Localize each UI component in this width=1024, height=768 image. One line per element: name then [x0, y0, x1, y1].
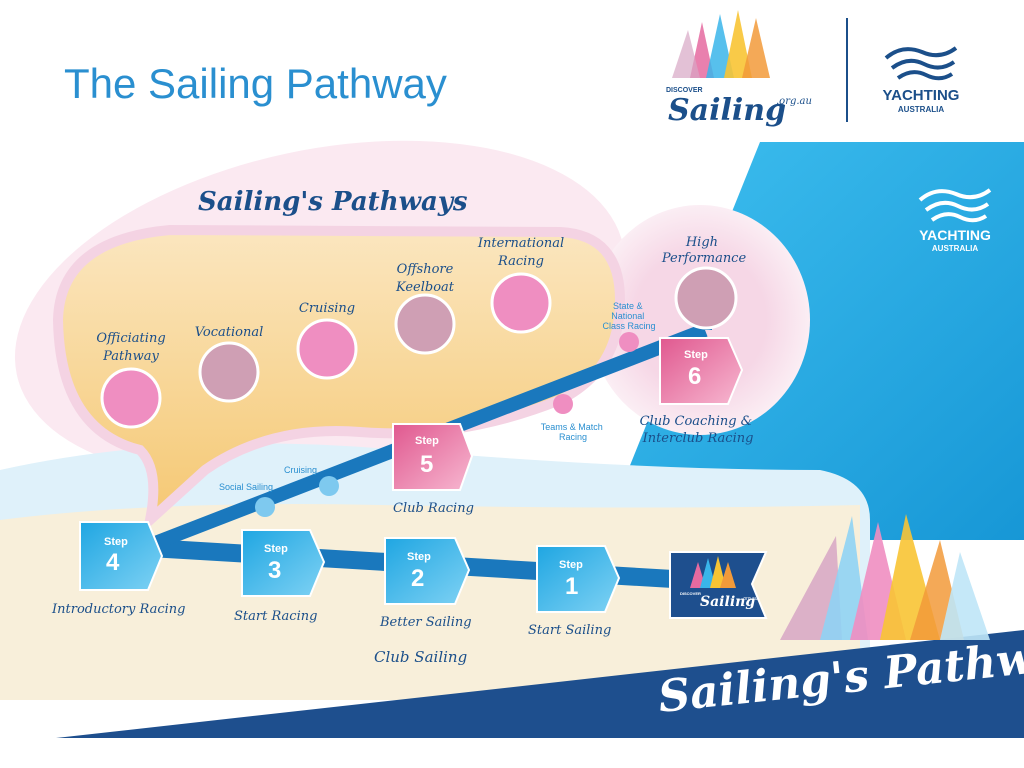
domain-text: .org.au [776, 96, 812, 107]
finish-flag: DISCOVER Sailing .org.au [669, 551, 768, 619]
discover-text: DISCOVER [666, 87, 703, 94]
option-label-1-line-2: Pathway [102, 349, 159, 364]
teams-match-line-2: Racing [559, 432, 587, 442]
option-circle-5 [490, 272, 552, 334]
high-performance-line-1: High [685, 235, 718, 250]
step-3-flag: Step 3 [241, 529, 326, 597]
option-label-2-line-1: Vocational [195, 325, 264, 340]
step-2-number: 2 [411, 565, 424, 592]
high-performance-label: High Performance [661, 235, 747, 266]
option-circle-3 [296, 318, 358, 380]
step-6-caption-line-2: Interclub Racing [642, 431, 754, 446]
sails-graphic [780, 514, 990, 640]
finish-sailing: Sailing [700, 594, 755, 610]
step-3-word: Step [264, 543, 288, 555]
option-label-3: Cruising [299, 301, 355, 316]
step-2-flag: Step 2 [384, 537, 471, 605]
option-circle-1 [100, 367, 162, 429]
yachting-australia-logo: YACHTING AUSTRALIA [883, 46, 960, 114]
club-sailing-label: Club Sailing [374, 648, 467, 666]
state-national-dot [619, 332, 639, 352]
step-6-word: Step [684, 349, 708, 361]
option-label-3-line-1: Cruising [299, 301, 355, 316]
option-label-5-line-1: International [477, 236, 564, 251]
step-1-caption: Start Sailing [528, 623, 611, 638]
finish-discover: DISCOVER [680, 591, 701, 596]
state-national-line-1: State & [613, 301, 643, 311]
step-5-flag: Step 5 [392, 423, 474, 491]
sailing-wordmark: Sailing [668, 93, 786, 128]
state-national-line-2: National [611, 311, 644, 321]
diagram-title: Sailing's Pathways [198, 187, 468, 217]
step-4-flag: Step 4 [79, 521, 164, 591]
social-sailing-label: Social Sailing [219, 482, 273, 492]
slide-title: The Sailing Pathway [64, 60, 447, 107]
step-5-word: Step [415, 435, 439, 447]
yachting-text: YACHTING [883, 87, 960, 104]
step-6-number: 6 [688, 363, 701, 390]
option-label-2: Vocational [195, 325, 264, 340]
step-4-number: 4 [106, 549, 120, 576]
step-4-word: Step [104, 536, 128, 548]
panel-yachting-text: YACHTING [919, 227, 991, 243]
option-label-4-line-2: Keelboat [395, 280, 455, 295]
step-2-word: Step [407, 551, 431, 563]
step-5-number: 5 [420, 451, 433, 478]
state-national-line-3: Class Racing [602, 321, 655, 331]
blue-panel [600, 142, 1024, 540]
australia-text: AUSTRALIA [898, 105, 944, 114]
step-6-flag: Step 6 [659, 337, 744, 405]
option-circle-2 [198, 341, 260, 403]
step-4-caption: Introductory Racing [51, 602, 185, 617]
step-6-caption: Club Coaching & Interclub Racing [640, 414, 757, 446]
teams-match-dot [553, 394, 573, 414]
option-label-1-line-1: Officiating [96, 331, 165, 346]
step-3-caption: Start Racing [234, 609, 317, 624]
step-5-caption: Club Racing [393, 501, 474, 516]
step-1-word: Step [559, 559, 583, 571]
finish-domain: .org.au [742, 596, 758, 602]
step-1-number: 1 [565, 573, 578, 600]
option-label-5-line-2: Racing [497, 254, 544, 269]
step-3-number: 3 [268, 557, 281, 584]
step-1-flag: Step 1 [536, 545, 621, 613]
high-performance-line-2: Performance [661, 251, 747, 266]
social-sailing-dot [255, 497, 275, 517]
teams-match-line-1: Teams & Match [541, 422, 603, 432]
teams-match-label: Teams & Match Racing [541, 422, 606, 442]
step-6-caption-line-1: Club Coaching & [640, 414, 753, 429]
high-performance-circle [674, 266, 738, 330]
option-label-4-line-1: Offshore [397, 262, 454, 277]
option-circle-4 [394, 293, 456, 355]
discover-sailing-logo: DISCOVER Sailing .org.au [666, 10, 812, 128]
cruising-dot [319, 476, 339, 496]
panel-yachting-logo: YACHTING AUSTRALIA [918, 188, 992, 253]
wave-icon [884, 46, 958, 60]
state-national-label: State & National Class Racing [602, 301, 655, 331]
cruising-waypoint-label: Cruising [284, 465, 317, 475]
panel-australia-text: AUSTRALIA [932, 244, 978, 253]
step-2-caption: Better Sailing [379, 615, 472, 630]
bottom-banner [56, 630, 1024, 738]
